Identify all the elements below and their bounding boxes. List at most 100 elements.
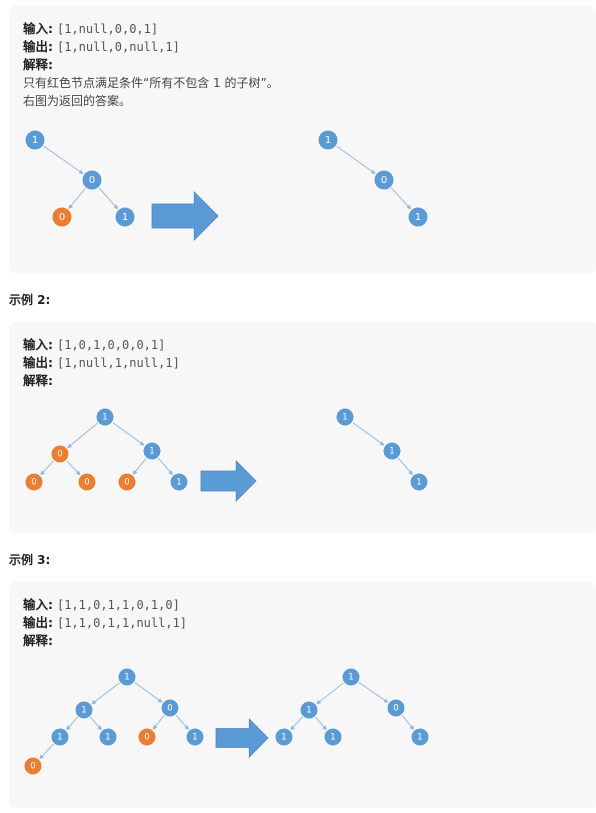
example-2-input-tree-node-circle bbox=[169, 472, 189, 492]
example-2-input-tree-node-circle bbox=[77, 472, 97, 492]
example-1-input-tree-node-c: 0 bbox=[51, 206, 73, 228]
example-3-input-tree-node-rr: 0 bbox=[160, 698, 180, 718]
example-3-input-tree-node-r: 1 bbox=[117, 667, 137, 687]
example-3-input-tree-edge-r-l bbox=[91, 682, 121, 705]
example-2-output-tree-node-circle bbox=[335, 407, 355, 427]
example-1-output-tree-node-circle bbox=[407, 206, 429, 228]
example-3-input-tree-node-rrr: 1 bbox=[185, 727, 205, 747]
example-3-output-tree-node-rrr: 1 bbox=[410, 727, 430, 747]
example-2-input-tree-node-label: 1 bbox=[149, 447, 154, 457]
explain-label: 解释: bbox=[23, 373, 53, 388]
example-2-output-tree-node-rrr: 1 bbox=[409, 472, 429, 492]
explain-label: 解释: bbox=[23, 57, 53, 72]
example-2-input-tree-edge-r-l bbox=[67, 422, 99, 449]
example-2-transform-arrow bbox=[200, 460, 257, 502]
example-1-input-tree-edge-a-b bbox=[42, 145, 84, 175]
example-2-output-tree-node-label: 1 bbox=[389, 447, 394, 457]
example-3-input-tree-node-circle bbox=[117, 667, 137, 687]
example-3-input-tree-node-circle bbox=[98, 727, 118, 747]
example-3-block: 输入: [1,1,0,1,1,0,1,0] 输出: [1,1,0,1,1,nul… bbox=[9, 582, 596, 808]
example-3-input-tree-node-lll: 0 bbox=[23, 756, 43, 776]
example-2-output-tree-node-circle bbox=[409, 472, 429, 492]
example-3-heading: 示例 3: bbox=[9, 553, 51, 567]
example-3-input-tree-node-label: 1 bbox=[57, 733, 62, 743]
example-3-input-tree-edge-rr-rl bbox=[152, 714, 165, 730]
example-2-input-tree-edge-l-ll bbox=[40, 460, 55, 476]
example-1-input-tree-edge-b-d bbox=[98, 187, 119, 210]
example-1-output-tree-node-circle bbox=[317, 129, 339, 151]
example-2-input-tree-node-label: 1 bbox=[102, 413, 107, 423]
example-1-output-tree-node-d: 1 bbox=[407, 206, 429, 228]
example-2-input-tree-node-circle bbox=[117, 472, 137, 492]
example-1-output-tree-node-label: 1 bbox=[325, 135, 331, 146]
example-3-input-tree-node-rl: 0 bbox=[137, 727, 157, 747]
example-1-explanation-text-2: 右图为返回的答案。 bbox=[23, 94, 132, 108]
example-3-output-tree-node-label: 1 bbox=[306, 706, 311, 716]
example-2-input-tree-node-r: 1 bbox=[95, 407, 115, 427]
example-2-output-tree-edge-rr-rrr bbox=[397, 457, 413, 476]
example-2-output-tree-edge-r-rr bbox=[352, 421, 385, 446]
example-2-input-tree-node-label: 1 bbox=[176, 478, 181, 488]
example-3-output-tree-node-circle bbox=[341, 667, 361, 687]
example-1-input-tree-edge-b-c bbox=[68, 187, 87, 210]
example-3-input-line: 输入: [1,1,0,1,1,0,1,0] bbox=[23, 596, 596, 614]
example-1-transform-arrow bbox=[151, 191, 219, 241]
example-2-output-value: [1,null,1,null,1] bbox=[56, 356, 180, 370]
example-2-output-tree-node-rr: 1 bbox=[382, 441, 402, 461]
example-1-input-tree-node-circle bbox=[81, 169, 103, 191]
example-1-input-tree-node-b: 0 bbox=[81, 169, 103, 191]
example-3-input-tree-edge-ll-lll bbox=[39, 743, 55, 760]
example-2-input-tree-edge-l-lr bbox=[65, 460, 81, 476]
example-3-input-value: [1,1,0,1,1,0,1,0] bbox=[56, 598, 180, 612]
example-3-output-tree-node-label: 0 bbox=[393, 704, 398, 714]
example-2-input-tree-node-ll: 0 bbox=[24, 472, 44, 492]
example-1-input-tree-node-d: 1 bbox=[114, 206, 136, 228]
example-2-output-tree-node-label: 1 bbox=[416, 478, 421, 488]
example-2-output-tree-node-circle bbox=[382, 441, 402, 461]
example-3-output-tree-node-label: 1 bbox=[417, 733, 422, 743]
example-3-output-tree-node-circle bbox=[274, 727, 294, 747]
output-label: 输出: bbox=[23, 39, 53, 54]
example-3-input-tree-node-circle bbox=[185, 727, 205, 747]
example-2-input-tree-node-label: 0 bbox=[84, 478, 89, 488]
example-2-input-tree-node-label: 0 bbox=[31, 478, 36, 488]
example-2-input-value: [1,0,1,0,0,0,1] bbox=[56, 338, 166, 352]
example-3-output-tree-node-circle bbox=[323, 727, 343, 747]
example-1-input-tree-node-label: 1 bbox=[32, 135, 38, 146]
example-3-output-line: 输出: [1,1,0,1,1,null,1] bbox=[23, 614, 596, 632]
example-3-input-tree-node-lr: 1 bbox=[98, 727, 118, 747]
example-2-input-tree-node-rrr: 1 bbox=[169, 472, 189, 492]
example-1-output-value: [1,null,0,null,1] bbox=[56, 40, 180, 54]
example-2-output-tree-node-label: 1 bbox=[342, 413, 347, 423]
example-2-input-tree-node-label: 0 bbox=[124, 478, 129, 488]
example-3-output-tree-edge-rr-rrr bbox=[401, 714, 415, 730]
example-2-input-tree-node-label: 0 bbox=[57, 450, 62, 460]
example-2-input-tree-node-circle bbox=[24, 472, 44, 492]
output-label: 输出: bbox=[23, 615, 53, 630]
example-3-input-tree-node-label: 1 bbox=[192, 733, 197, 743]
example-2-output-line: 输出: [1,null,1,null,1] bbox=[23, 354, 596, 372]
example-2-input-tree-node-lr: 0 bbox=[77, 472, 97, 492]
example-3-explain-line: 解释: bbox=[23, 632, 596, 650]
example-1-output-tree-node-a: 1 bbox=[317, 129, 339, 151]
example-3-output-value: [1,1,0,1,1,null,1] bbox=[56, 616, 188, 630]
example-3-input-tree-edge-l-lr bbox=[89, 716, 102, 731]
example-2-input-tree-edge-rr-rl bbox=[132, 457, 147, 475]
example-3-input-tree-edge-l-ll bbox=[66, 716, 79, 731]
example-1-input-line: 输入: [1,null,0,0,1] bbox=[23, 20, 596, 38]
example-2-input-tree-node-rr: 1 bbox=[142, 441, 162, 461]
example-1-output-tree-edge-a-b bbox=[335, 145, 376, 175]
example-2-input-tree-node-circle bbox=[142, 441, 162, 461]
example-3-input-tree-node-circle bbox=[74, 700, 94, 720]
example-3-input-tree-node-label: 0 bbox=[167, 704, 172, 714]
example-3-output-tree-node-l: 1 bbox=[299, 700, 319, 720]
example-2-input-line: 输入: [1,0,1,0,0,0,1] bbox=[23, 336, 596, 354]
example-2-input-tree-node-circle bbox=[95, 407, 115, 427]
example-3-output-tree-edge-r-l bbox=[316, 682, 345, 705]
example-3-input-tree-node-label: 0 bbox=[144, 733, 149, 743]
example-2-input-tree-edge-rr-rrr bbox=[157, 457, 173, 476]
example-3-output-tree-node-r: 1 bbox=[341, 667, 361, 687]
example-3-input-tree-node-l: 1 bbox=[74, 700, 94, 720]
example-2-output-tree-node-r: 1 bbox=[335, 407, 355, 427]
